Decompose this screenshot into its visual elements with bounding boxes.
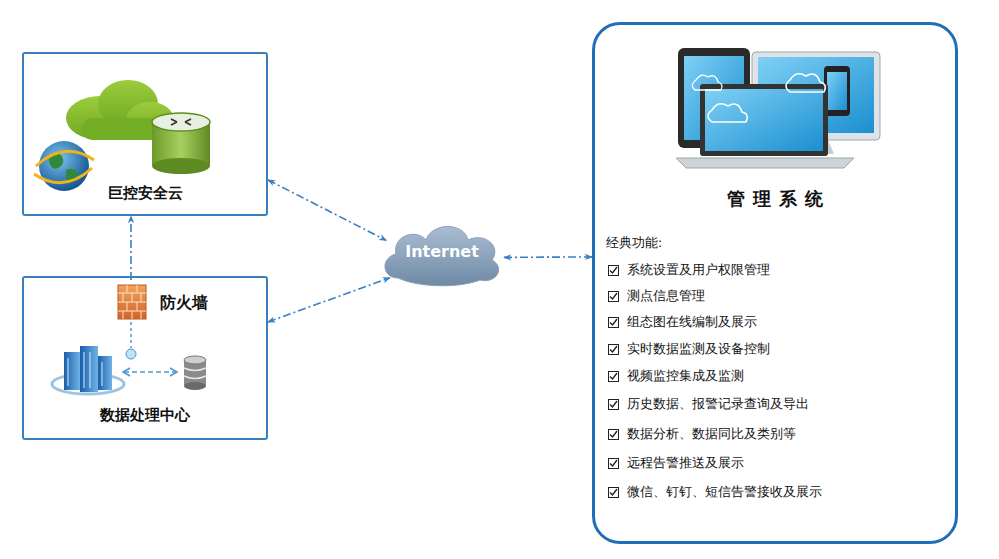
feature-item: 测点信息管理 <box>627 288 705 303</box>
hub-dot <box>126 349 136 359</box>
checkbox-icon <box>608 265 619 276</box>
checkbox-icon <box>608 291 619 302</box>
checkbox-icon <box>608 344 619 355</box>
node-title: 防火墙 <box>160 293 208 312</box>
node-title: 管理系统 <box>595 188 955 210</box>
feature-item: 远程告警推送及展示 <box>627 455 744 470</box>
node-title: Internet <box>380 242 504 261</box>
node-box: 管理系统经典功能: 系统设置及用户权限管理测点信息管理组态图在线编制及展示实时数据… <box>592 22 958 544</box>
feature-item: 微信、钉钉、短信告警接收及展示 <box>627 484 822 499</box>
link-line <box>124 371 176 373</box>
node-box: 防火墙 <box>112 280 224 326</box>
firewall-icon <box>118 285 146 319</box>
devices-illustration <box>676 48 880 168</box>
link-line <box>130 322 132 348</box>
database-icon <box>184 356 206 390</box>
dashed-connector <box>268 278 390 322</box>
checkbox-icon <box>608 487 619 498</box>
node-title: 数据处理中心 <box>24 406 266 424</box>
node-title: 巨控安全云 <box>24 184 266 202</box>
node-subtitle: 经典功能: <box>606 235 662 250</box>
dashed-connector <box>130 216 132 280</box>
server-icon <box>52 346 124 394</box>
feature-item: 视频监控集成及监测 <box>627 368 744 383</box>
dashed-connector <box>504 256 592 258</box>
feature-item: 历史数据、报警记录查询及导出 <box>627 396 809 411</box>
checkbox-icon <box>608 399 619 410</box>
checkbox-icon <box>608 371 619 382</box>
link-arrowheads <box>123 368 177 376</box>
cloud-node: Internet <box>380 220 504 288</box>
checkbox-icon <box>608 429 619 440</box>
node-box: 数据处理中心 防火墙 <box>22 276 268 440</box>
checkbox-icon <box>608 458 619 469</box>
dashed-connector <box>268 180 386 240</box>
checkbox-icon <box>608 317 619 328</box>
feature-item: 数据分析、数据同比及类别等 <box>627 426 796 441</box>
feature-item: 系统设置及用户权限管理 <box>627 262 770 277</box>
feature-item: 组态图在线编制及展示 <box>627 314 757 329</box>
node-box: 巨控安全云 <box>22 52 268 216</box>
feature-item: 实时数据监测及设备控制 <box>627 341 770 356</box>
router-icon <box>152 113 210 174</box>
globe-icon <box>34 141 94 191</box>
